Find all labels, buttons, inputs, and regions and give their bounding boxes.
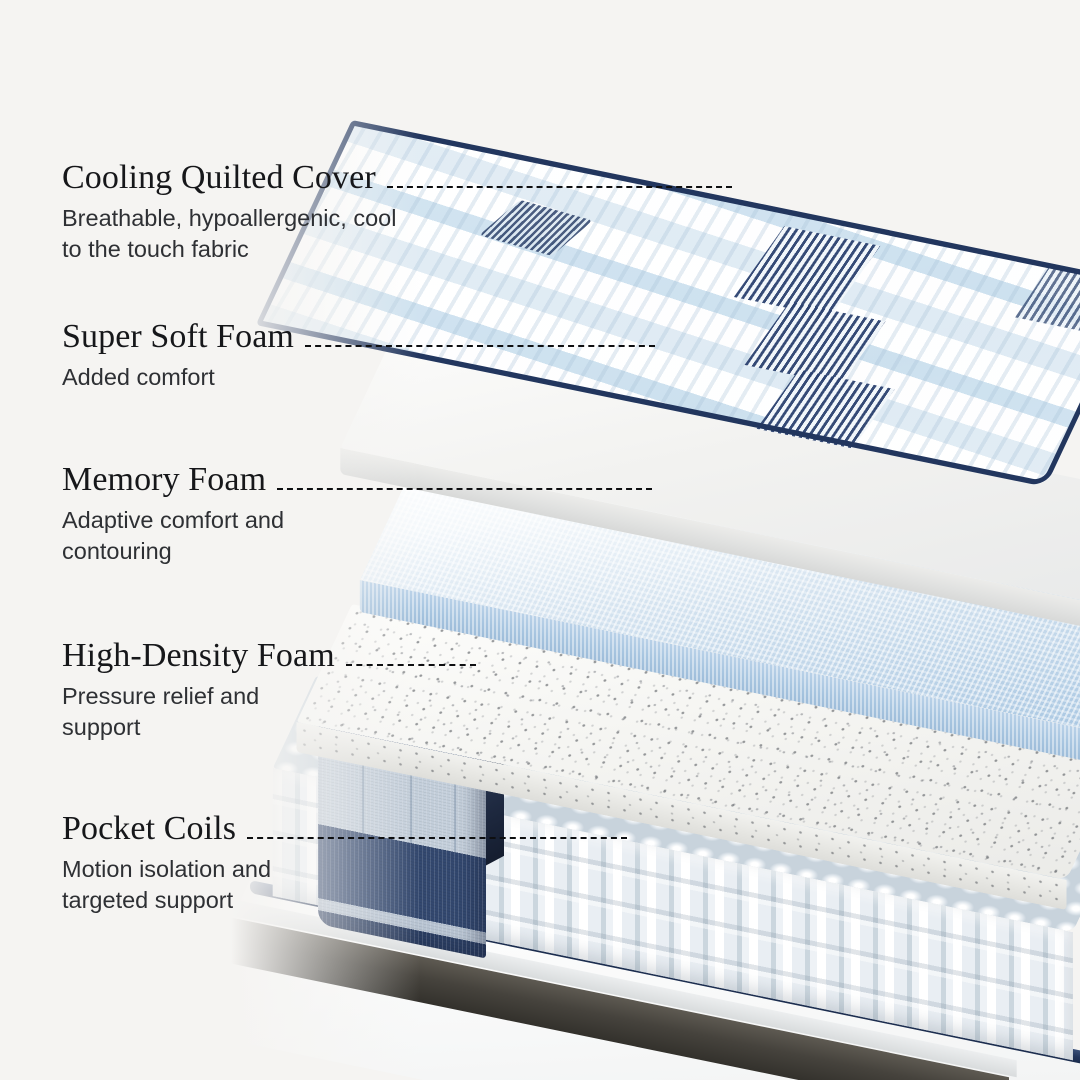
layer-title: Memory Foam <box>62 461 267 498</box>
cover-stripe-accent <box>733 226 881 317</box>
leader-line <box>386 186 732 188</box>
callout-cooling-quilted-cover: Cooling Quilted Cover Breathable, hypoal… <box>62 161 732 264</box>
layer-description: Motion isolation and targeted support <box>62 856 272 913</box>
callout-high-density-foam: High-Density Foam Pressure relief and su… <box>62 639 476 742</box>
layer-description: Breathable, hypoallergenic, cool to the … <box>62 205 397 262</box>
leader-line <box>345 664 476 666</box>
callout-super-soft-foam: Super Soft Foam Added comfort <box>62 320 655 393</box>
layer-description: Adaptive comfort and contouring <box>62 507 285 564</box>
cover-stripe-accent <box>1015 267 1080 332</box>
layer-title: Super Soft Foam <box>62 318 294 355</box>
callout-head-row: High-Density Foam <box>62 639 476 673</box>
layer-description: Pressure relief and support <box>62 683 260 740</box>
callout-head-row: Memory Foam <box>62 461 653 498</box>
layer-title: Pocket Coils <box>62 810 237 847</box>
layer-title: Cooling Quilted Cover <box>62 159 376 196</box>
layer-title: High-Density Foam <box>62 637 335 674</box>
callout-memory-foam: Memory Foam Adaptive comfort and contour… <box>62 461 653 566</box>
callout-head-row: Cooling Quilted Cover <box>62 161 732 195</box>
layer-description: Added comfort <box>62 364 215 390</box>
leader-line <box>304 345 655 347</box>
callout-head-row: Pocket Coils <box>62 810 628 847</box>
leader-line <box>277 488 653 490</box>
callout-head-row: Super Soft Foam <box>62 320 655 354</box>
callout-pocket-coils: Pocket Coils Motion isolation and target… <box>62 810 628 915</box>
leader-line <box>247 837 628 839</box>
